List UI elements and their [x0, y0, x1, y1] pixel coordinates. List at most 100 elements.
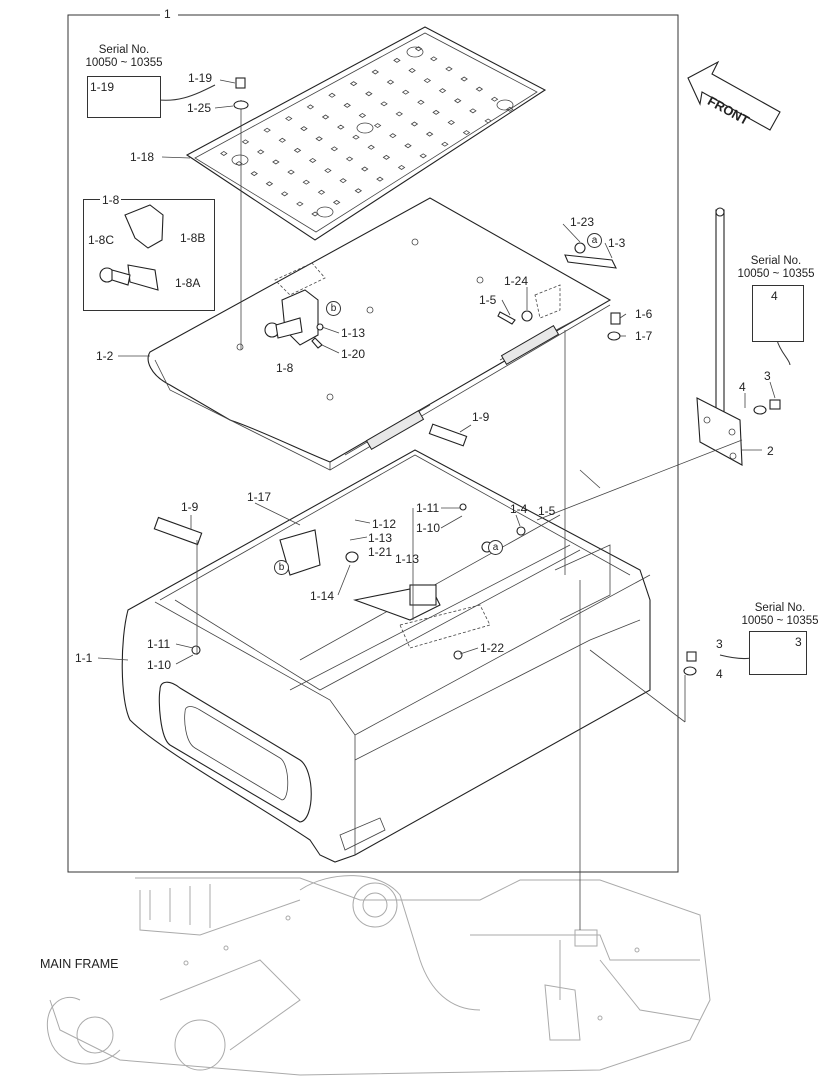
mat-perforation: [285, 116, 293, 122]
mat-perforation: [328, 92, 336, 98]
mat-perforation: [380, 101, 388, 107]
callout-1-6: 1-6: [635, 307, 653, 321]
mat-perforation: [389, 133, 397, 139]
mat-perforation: [300, 126, 308, 132]
main-frame-drawing: [46, 875, 711, 1076]
callout-1-2: 1-2: [96, 349, 114, 363]
callout-4-lower: 4: [716, 667, 723, 681]
mat-perforation: [438, 88, 447, 94]
seat-box-1-1: [121, 423, 651, 863]
serial-box-1-19: 1-19: [87, 76, 161, 118]
hinge-assembly-1-3: [497, 242, 621, 341]
marker-b-top: b: [326, 301, 341, 316]
callout-1-18: 1-18: [130, 150, 155, 164]
serial-note-2-title: Serial No.: [750, 255, 802, 267]
callout-1-4: 1-4: [510, 502, 528, 516]
mat-perforation: [447, 119, 456, 125]
mat-perforation: [393, 57, 401, 63]
serial-box-4: 4: [752, 285, 804, 342]
mat-perforation: [410, 121, 419, 127]
mat-perforation: [354, 188, 363, 194]
inset-1-8-latch: [99, 204, 164, 291]
callout-1-21: 1-21: [368, 545, 393, 559]
callout-1-5-low: 1-5: [538, 504, 556, 518]
serial-box-3-part-label: 3: [795, 635, 802, 649]
mat-mount-hole: [231, 154, 249, 166]
serial-note-1-title: Serial No.: [98, 44, 150, 56]
mat-mount-hole: [406, 46, 424, 58]
mat-perforation: [361, 166, 369, 172]
callout-1-10-left: 1-10: [147, 658, 172, 672]
mat-mount-hole: [496, 99, 514, 111]
callout-1-7: 1-7: [635, 329, 653, 343]
mat-perforation: [408, 67, 416, 73]
callout-1-14: 1-14: [310, 589, 335, 603]
callout-1-25: 1-25: [187, 101, 212, 115]
mat-perforation: [280, 191, 289, 197]
serial-note-1-range: 10050 ~ 10355: [85, 57, 163, 69]
mat-perforation: [386, 79, 395, 85]
mat-perforation: [425, 131, 434, 137]
mat-perforation: [332, 199, 341, 205]
front-arrow-icon: [687, 60, 781, 131]
mat-perforation: [432, 109, 440, 115]
callout-1-8b: 1-8B: [180, 231, 206, 245]
mat-perforation: [404, 143, 412, 149]
mat-perforation: [287, 169, 295, 175]
callout-1-17: 1-17: [247, 490, 272, 504]
mat-perforation: [419, 153, 427, 159]
callout-1-11-center: 1-11: [416, 501, 440, 515]
mat-perforation: [308, 157, 317, 163]
assembly-border: [67, 14, 679, 873]
callout-1-12: 1-12: [372, 517, 397, 531]
mat-mount-hole: [356, 122, 374, 134]
serial-box-4-part-label: 4: [771, 289, 778, 303]
mat-perforation: [324, 168, 332, 174]
mat-perforation: [382, 154, 391, 160]
mat-perforation: [462, 130, 471, 136]
callout-3-right: 3: [764, 369, 771, 383]
mat-perforation: [256, 149, 265, 155]
mat-perforation: [373, 123, 382, 129]
mat-perforation: [506, 106, 514, 112]
mat-perforation: [349, 81, 358, 87]
callout-1-3: 1-3: [608, 236, 626, 250]
mat-perforation: [475, 86, 484, 92]
leader-lines: [97, 79, 791, 930]
main-frame-label: MAIN FRAME: [40, 957, 119, 971]
callout-2: 2: [767, 444, 774, 458]
mat-perforation: [430, 56, 438, 62]
mat-perforation: [352, 134, 360, 140]
callout-1-9-left: 1-9: [181, 500, 199, 514]
serial-box-3: 3: [749, 631, 807, 675]
callout-1-8-lower: 1-8: [276, 361, 294, 375]
mat-perforation: [469, 108, 477, 114]
mat-perforation: [358, 112, 367, 118]
mat-perforation: [423, 78, 432, 84]
callout-4-right: 4: [739, 380, 746, 394]
seat-top-plate-1-2: [147, 197, 612, 471]
mat-perforation: [337, 124, 345, 130]
callout-1-1: 1-1: [75, 651, 93, 665]
mat-perforation: [417, 99, 425, 105]
mat-perforation: [484, 118, 492, 124]
marker-a-top: a: [587, 233, 602, 248]
mat-perforation: [278, 137, 287, 143]
mat-perforation: [397, 164, 406, 170]
mat-perforation: [401, 89, 410, 95]
support-rod-2: [696, 207, 781, 466]
mat-perforation: [460, 76, 468, 82]
latch-bracket-1-8: [264, 262, 326, 349]
callout-1-22: 1-22: [480, 641, 505, 655]
callout-1-8c: 1-8C: [88, 233, 115, 247]
mat-perforation: [265, 181, 274, 187]
mat-perforation: [343, 102, 351, 108]
assembly-number: 1: [164, 7, 171, 21]
mat-perforation: [272, 159, 280, 165]
callout-1-5-top: 1-5: [479, 293, 497, 307]
marker-b-lower: b: [274, 560, 289, 575]
callout-3-lower: 3: [716, 637, 723, 651]
seat-mat-1-18: [185, 26, 547, 241]
callout-1-8-inset: 1-8: [100, 193, 122, 207]
